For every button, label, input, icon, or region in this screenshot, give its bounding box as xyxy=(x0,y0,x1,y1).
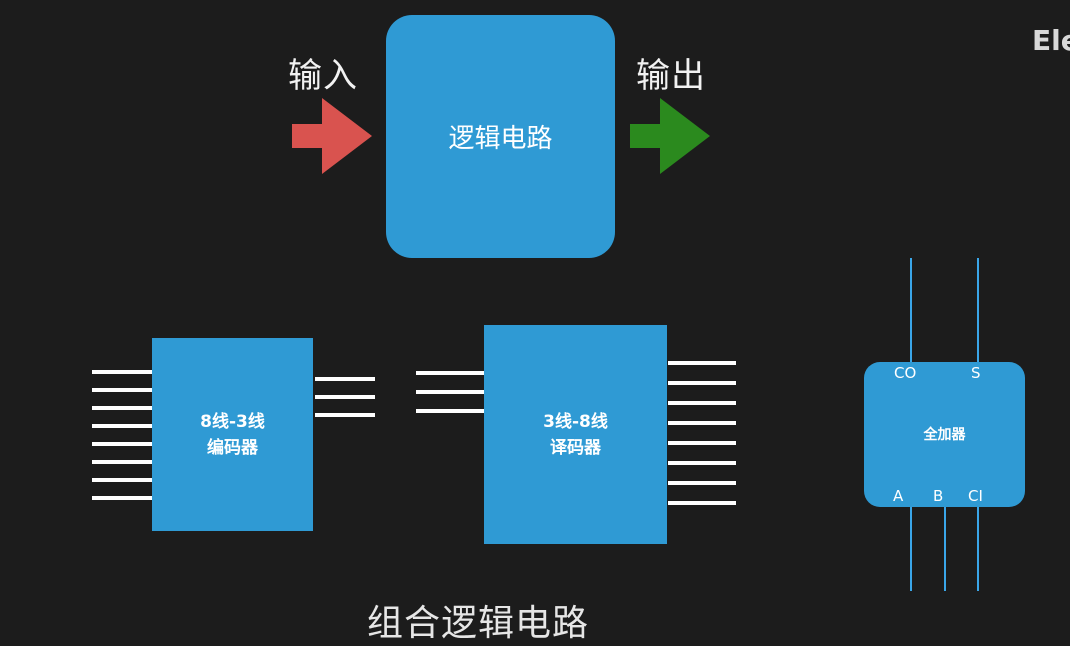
pin-a: A xyxy=(893,487,904,505)
decoder-input-line xyxy=(416,390,484,394)
caption: 组合逻辑电路 xyxy=(366,603,589,644)
full-adder-label: 全加器 xyxy=(923,427,966,443)
decoder-block: 3线-8线 译码器 xyxy=(484,325,667,544)
decoder-label-line1: 3线-8线 xyxy=(543,411,608,432)
encoder-output-line xyxy=(315,413,375,417)
encoder-label-line1: 8线-3线 xyxy=(200,411,265,432)
pin-co: CO xyxy=(894,364,917,382)
decoder-output-line xyxy=(668,501,736,505)
encoder-input-line xyxy=(92,478,152,482)
decoder-output-line xyxy=(668,421,736,425)
decoder-input-line xyxy=(416,371,484,375)
encoder-output-line xyxy=(315,377,375,381)
output-arrow-icon xyxy=(630,98,710,174)
pin-ci: CI xyxy=(968,487,983,505)
pin-s: S xyxy=(971,364,981,382)
adder-wire-a xyxy=(910,505,912,591)
encoder-block: 8线-3线 编码器 xyxy=(152,338,313,531)
encoder-input-line xyxy=(92,460,152,464)
encoder-input-line xyxy=(92,388,152,392)
encoder-output-line xyxy=(315,395,375,399)
output-label: 输出 xyxy=(636,56,706,96)
input-label: 输入 xyxy=(288,56,358,96)
encoder-input-line xyxy=(92,370,152,374)
logic-circuit-block: 逻辑电路 xyxy=(386,15,615,258)
encoder-label-line2: 编码器 xyxy=(207,437,258,458)
decoder-output-line xyxy=(668,401,736,405)
logic-circuit-label: 逻辑电路 xyxy=(448,124,553,154)
decoder-input-line xyxy=(416,409,484,413)
encoder-input-line xyxy=(92,496,152,500)
adder-wire-ci xyxy=(977,505,979,591)
adder-wire-co xyxy=(910,258,912,364)
adder-wire-b xyxy=(944,505,946,591)
decoder-output-line xyxy=(668,361,736,365)
full-adder-block: CO S 全加器 A B CI xyxy=(864,362,1025,507)
decoder-output-line xyxy=(668,461,736,465)
input-arrow-icon xyxy=(292,98,372,174)
decoder-output-line xyxy=(668,481,736,485)
encoder-input-line xyxy=(92,406,152,410)
adder-wire-s xyxy=(977,258,979,364)
pin-b: B xyxy=(933,487,944,505)
encoder-input-line xyxy=(92,442,152,446)
decoder-label-line2: 译码器 xyxy=(550,437,601,458)
decoder-output-line xyxy=(668,381,736,385)
encoder-input-line xyxy=(92,424,152,428)
corner-text: Ele xyxy=(1032,24,1070,57)
decoder-output-line xyxy=(668,441,736,445)
